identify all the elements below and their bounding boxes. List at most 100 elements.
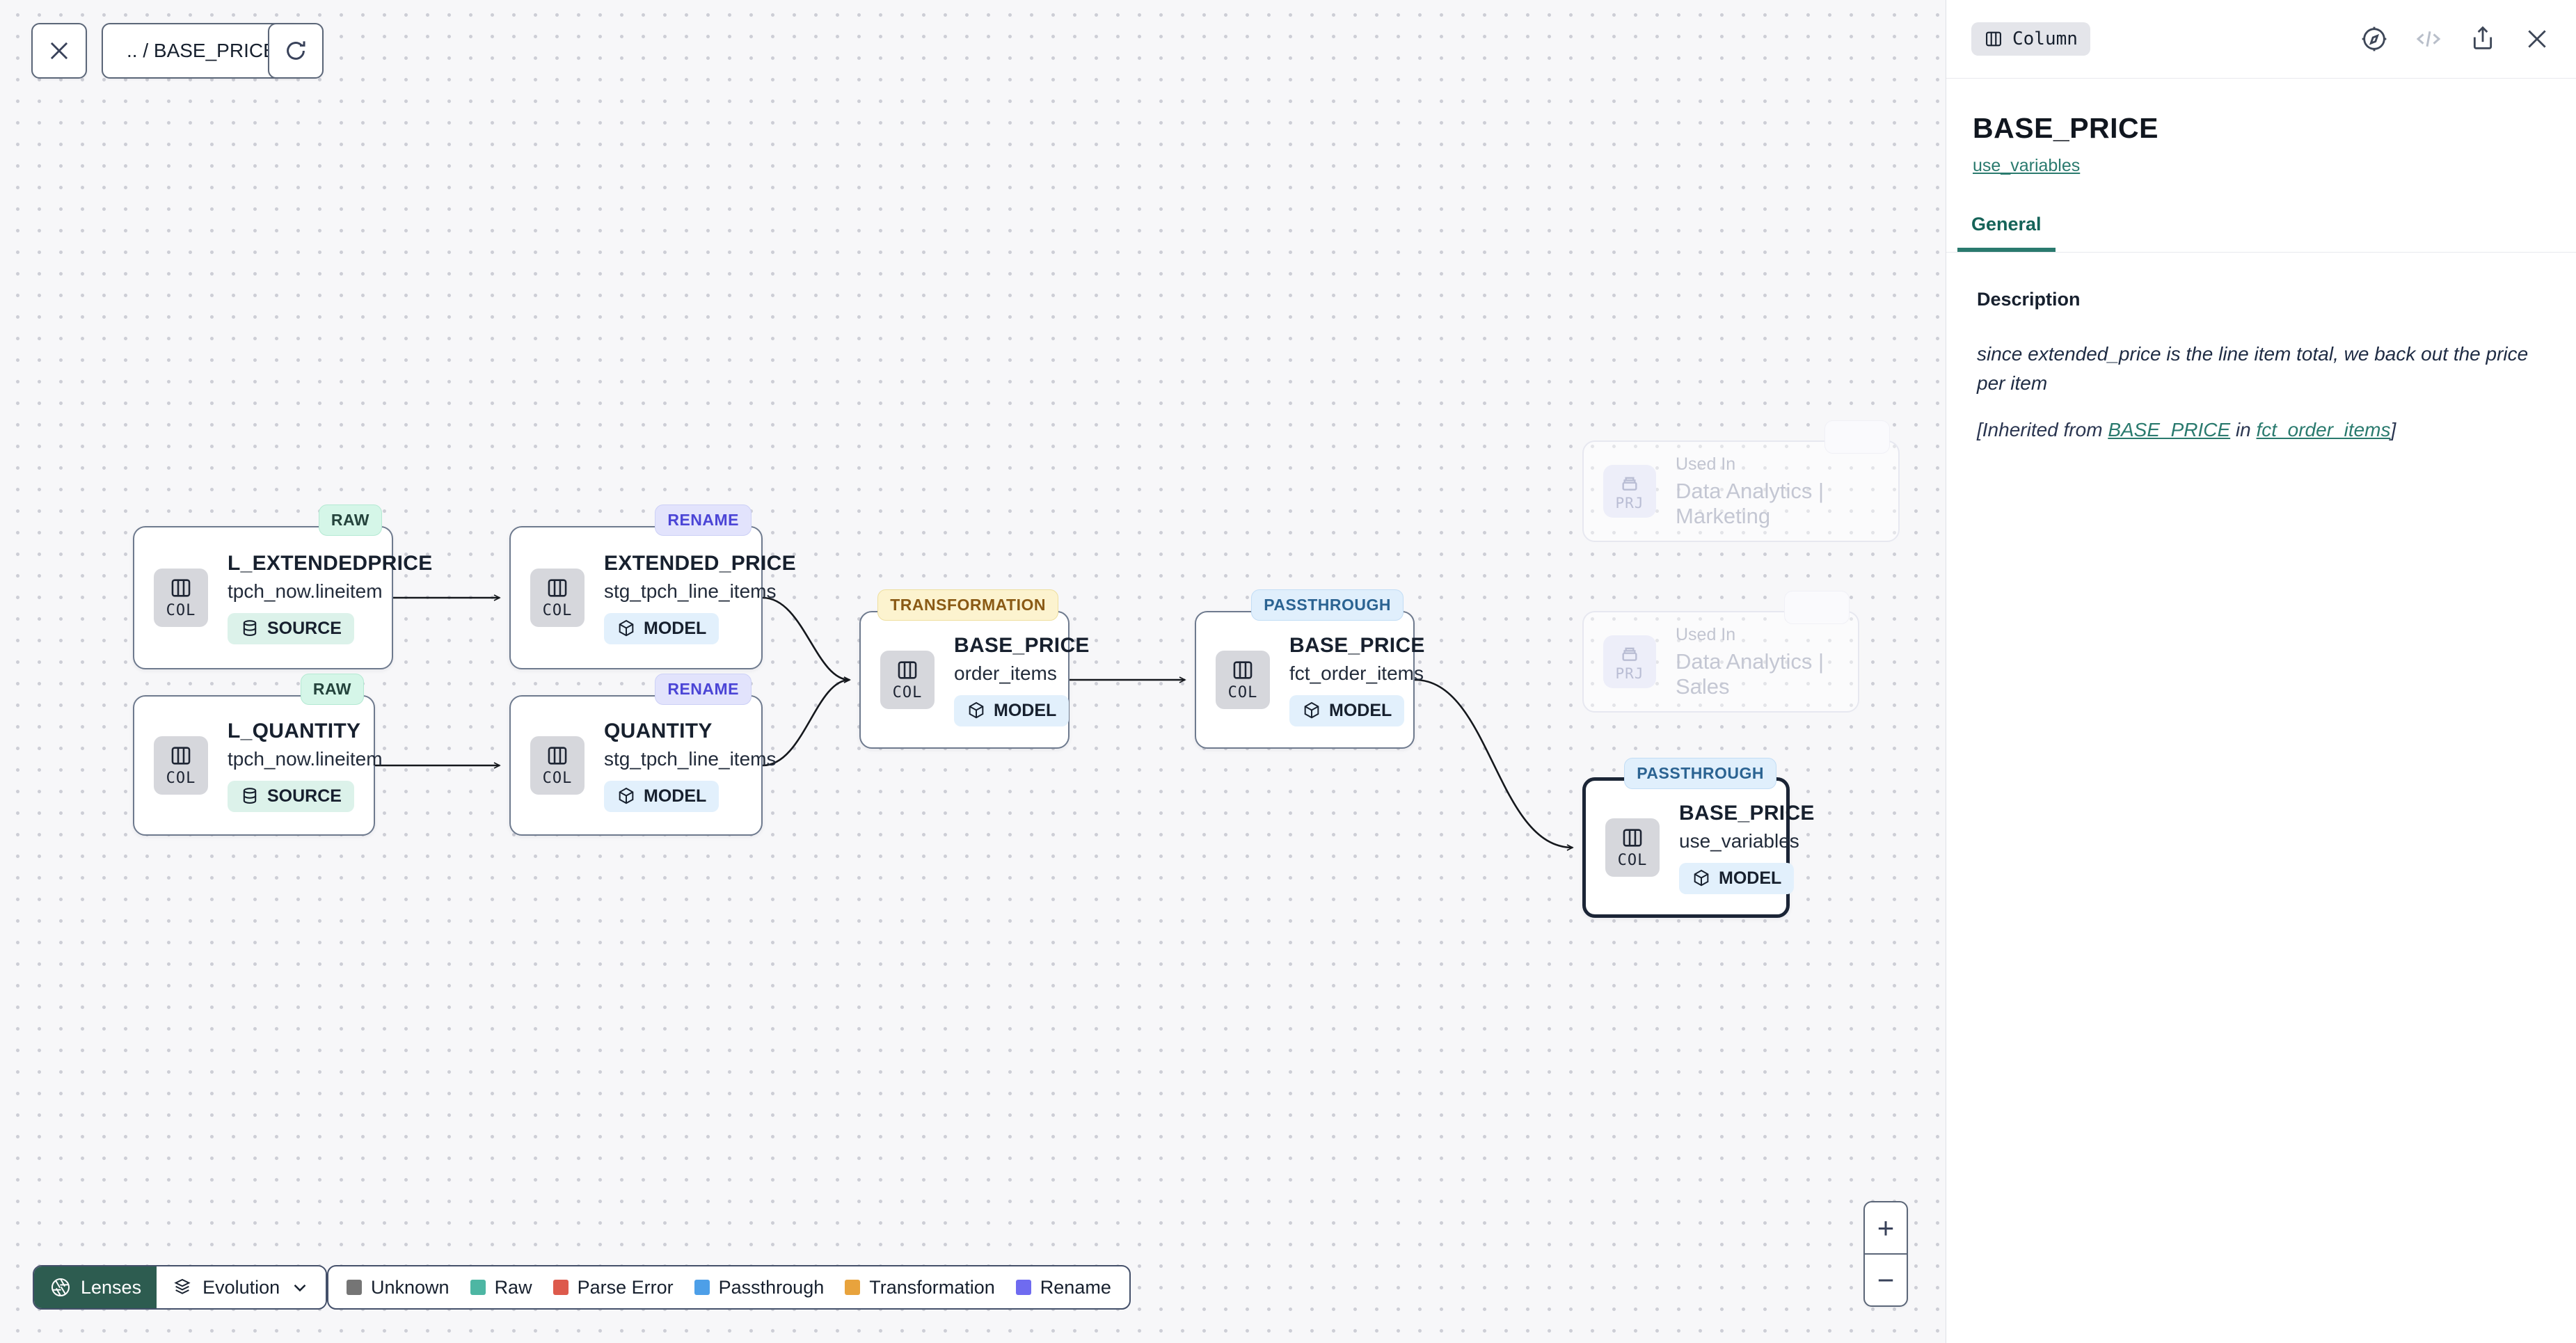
node-title: L_QUANTITY [228, 719, 361, 742]
refresh-icon [287, 41, 305, 60]
lenses-control: Lenses Evolution [33, 1265, 328, 1310]
refresh-button[interactable] [268, 23, 324, 79]
description-label: Description [1977, 289, 2081, 310]
legend-label: Rename [1040, 1276, 1111, 1298]
legend-swatch [1015, 1280, 1031, 1295]
used-in-label: Used In [1676, 624, 1736, 644]
panel-header: Column [1946, 0, 2576, 79]
node-subtitle: stg_tpch_line_items [604, 580, 777, 602]
legend-swatch [552, 1280, 569, 1295]
zoom-out-button[interactable]: − [1877, 1263, 1895, 1296]
column-kind-chip: COL [154, 736, 208, 795]
column-icon [548, 579, 567, 597]
chevron-down-icon [294, 1284, 306, 1292]
node-title: BASE_PRICE [1679, 801, 1815, 825]
graph-node-extended_price[interactable]: RENAME COL EXTENDED_PRICE stg_tpch_line_… [509, 504, 796, 669]
cube-icon [1304, 701, 1319, 719]
node-title: QUANTITY [604, 719, 713, 742]
lineage-canvas[interactable]: RAW COL L_EXTENDEDPRICE tpch_now.lineite… [0, 0, 1946, 1343]
inherited-model-link[interactable]: fct_order_items [2256, 419, 2391, 440]
inherited-prefix: [Inherited from [1977, 419, 2108, 440]
panel-body: Description since extended_price is the … [1946, 253, 2576, 477]
graph-node-l_quantity[interactable]: RAW COL L_QUANTITY tpch_now.lineitem SOU… [133, 674, 383, 836]
lens-status-badge: RAW [318, 504, 382, 536]
graph-node-base_price_use_variables[interactable]: PASSTHROUGH COL BASE_PRICE use_variables… [1582, 758, 1814, 918]
used-in-name: Data Analytics | Sales [1676, 649, 1824, 699]
code-icon[interactable] [2415, 25, 2442, 53]
description-text: since extended_price is the line item to… [1977, 343, 2529, 394]
compass-icon[interactable] [2360, 25, 2388, 53]
project-icon [1622, 647, 1637, 661]
node-subtitle: stg_tpch_line_items [604, 747, 777, 770]
inherited-note: [Inherited from BASE_PRICE in fct_order_… [1977, 419, 2545, 441]
lens-status-badge: PASSTHROUGH [1251, 589, 1404, 621]
node-type-chip: MODEL [604, 780, 719, 812]
node-type-label: SOURCE [267, 618, 342, 638]
share-icon[interactable] [2469, 25, 2497, 53]
lens-evolution-dropdown[interactable]: Evolution [157, 1266, 326, 1308]
close-panel-icon[interactable] [2523, 25, 2551, 53]
model-link[interactable]: use_variables [1973, 156, 2081, 175]
node-type-chip: MODEL [1679, 862, 1795, 894]
project-kind-label: PRJ [1615, 495, 1644, 511]
column-kind-label: COL [1617, 852, 1648, 869]
graph-node-base_price_order_items[interactable]: TRANSFORMATION COL BASE_PRICE order_item… [859, 589, 1089, 749]
close-icon [50, 42, 68, 60]
used-in-node[interactable]: PRJ Used In Data Analytics | Marketing [1582, 420, 1900, 542]
legend-swatch [694, 1280, 710, 1295]
node-body: L_QUANTITY tpch_now.lineitem SOURCE [228, 720, 383, 812]
tab-general[interactable]: General [1957, 214, 2056, 252]
zoom-controls: + − [1863, 1201, 1908, 1307]
node-title: BASE_PRICE [954, 633, 1090, 657]
graph-node-quantity[interactable]: RENAME COL QUANTITY stg_tpch_line_items … [509, 674, 776, 836]
legend-item: Unknown [347, 1277, 450, 1298]
used-in-body: Used In Data Analytics | Marketing [1676, 454, 1879, 529]
lens-legend: Unknown Raw Parse Error Passthrough Tran… [327, 1265, 1131, 1310]
inherited-suffix: ] [2390, 419, 2396, 440]
breadcrumb[interactable]: .. / BASE_PRICE [102, 23, 301, 79]
legend-label: Passthrough [718, 1276, 825, 1298]
node-type-chip: MODEL [954, 694, 1070, 726]
node-subtitle: tpch_now.lineitem [228, 747, 383, 770]
node-subtitle: order_items [954, 662, 1057, 684]
inherited-mid: in [2230, 419, 2257, 440]
lens-status-badge: RENAME [655, 674, 752, 705]
used-in-label: Used In [1676, 454, 1736, 474]
column-kind-label: COL [166, 602, 196, 619]
column-icon [1233, 661, 1253, 679]
node-title: BASE_PRICE [1289, 633, 1425, 657]
breadcrumb-label: .. / BASE_PRICE [127, 40, 276, 61]
legend-label: Raw [494, 1276, 532, 1298]
column-kind-chip: COL [1605, 818, 1660, 877]
node-body: BASE_PRICE order_items MODEL [954, 634, 1090, 726]
legend-label: Parse Error [577, 1276, 674, 1298]
used-in-node[interactable]: PRJ Used In Data Analytics | Sales [1582, 591, 1859, 713]
graph-node-base_price_fct_order_items[interactable]: PASSTHROUGH COL BASE_PRICE fct_order_ite… [1195, 589, 1424, 749]
graph-node-l_extendedprice[interactable]: RAW COL L_EXTENDEDPRICE tpch_now.lineite… [133, 504, 432, 669]
node-subtitle: tpch_now.lineitem [228, 580, 383, 602]
zoom-in-button[interactable]: + [1865, 1202, 1907, 1255]
column-kind-label: COL [542, 770, 573, 787]
project-kind-label: PRJ [1615, 665, 1644, 682]
inherited-column-link[interactable]: BASE_PRICE [2108, 419, 2231, 440]
lenses-button[interactable]: Lenses [34, 1266, 157, 1308]
node-title: EXTENDED_PRICE [604, 551, 796, 575]
column-kind-label: COL [1227, 684, 1258, 701]
node-type-chip: SOURCE [228, 780, 354, 812]
node-body: EXTENDED_PRICE stg_tpch_line_items MODEL [604, 552, 796, 644]
panel-subtitle: use_variables [1973, 156, 2550, 176]
legend-item: Rename [1015, 1276, 1111, 1298]
close-graph-button[interactable] [31, 23, 87, 79]
legend-label: Unknown [371, 1276, 450, 1298]
column-kind-label: COL [542, 602, 573, 619]
cube-icon [969, 701, 984, 719]
legend-swatch [470, 1280, 486, 1295]
node-type-label: MODEL [994, 700, 1057, 720]
lens-status-badge: RAW [300, 674, 364, 705]
entity-type-label: Column [2012, 29, 2078, 49]
column-kind-chip: COL [530, 736, 585, 795]
database-icon [243, 788, 257, 804]
column-kind-chip: COL [880, 651, 935, 709]
column-kind-chip: COL [530, 569, 585, 627]
